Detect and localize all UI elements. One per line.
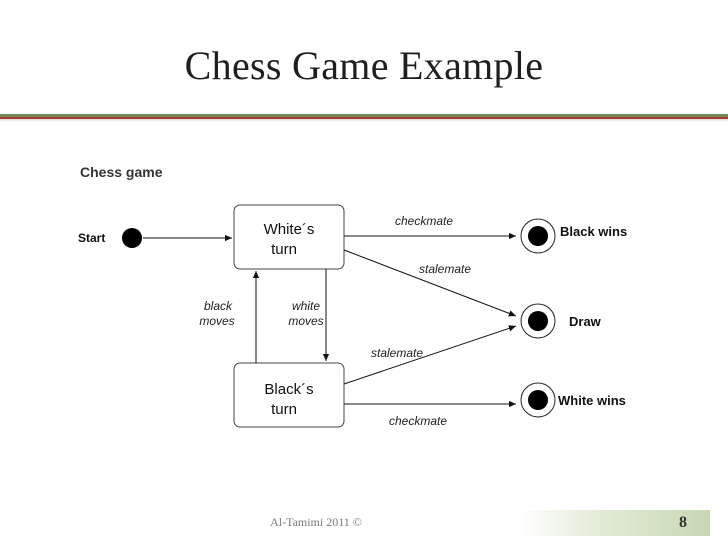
black-checkmate-label: checkmate [389, 414, 447, 428]
state-black-turn-line2: turn [271, 401, 297, 418]
black-stalemate-arrow [343, 325, 517, 385]
white-moves-label-2: moves [288, 314, 323, 328]
start-label: Start [78, 231, 105, 245]
diagram-caption: Chess game [80, 164, 163, 180]
white-stalemate-arrow [343, 249, 517, 317]
black-moves-label-1: black [204, 299, 233, 313]
end-node-white-wins [520, 382, 556, 418]
end-node-draw [520, 303, 556, 339]
start-node [122, 228, 142, 248]
end-label-white-wins: White wins [558, 393, 626, 408]
state-white-turn-line2: turn [271, 241, 297, 258]
page-number: 8 [679, 514, 687, 531]
state-white-turn-line1: White´s [264, 221, 315, 238]
state-white-turn [233, 204, 345, 270]
end-node-black-wins [520, 218, 556, 254]
white-checkmate-label: checkmate [395, 214, 453, 228]
white-stalemate-label: stalemate [419, 262, 471, 276]
end-label-draw: Draw [569, 314, 602, 329]
title-divider [0, 114, 728, 122]
state-black-turn-line1: Black´s [264, 381, 313, 398]
end-label-black-wins: Black wins [560, 224, 627, 239]
black-stalemate-label: stalemate [371, 346, 423, 360]
footer-credit: Al-Tamimi 2011 © [270, 515, 362, 529]
slide-title: Chess Game Example [184, 43, 544, 88]
black-moves-label-2: moves [199, 314, 234, 328]
state-black-turn [233, 362, 345, 428]
footer-accent-bar [520, 510, 710, 536]
white-moves-label-1: white [292, 299, 320, 313]
